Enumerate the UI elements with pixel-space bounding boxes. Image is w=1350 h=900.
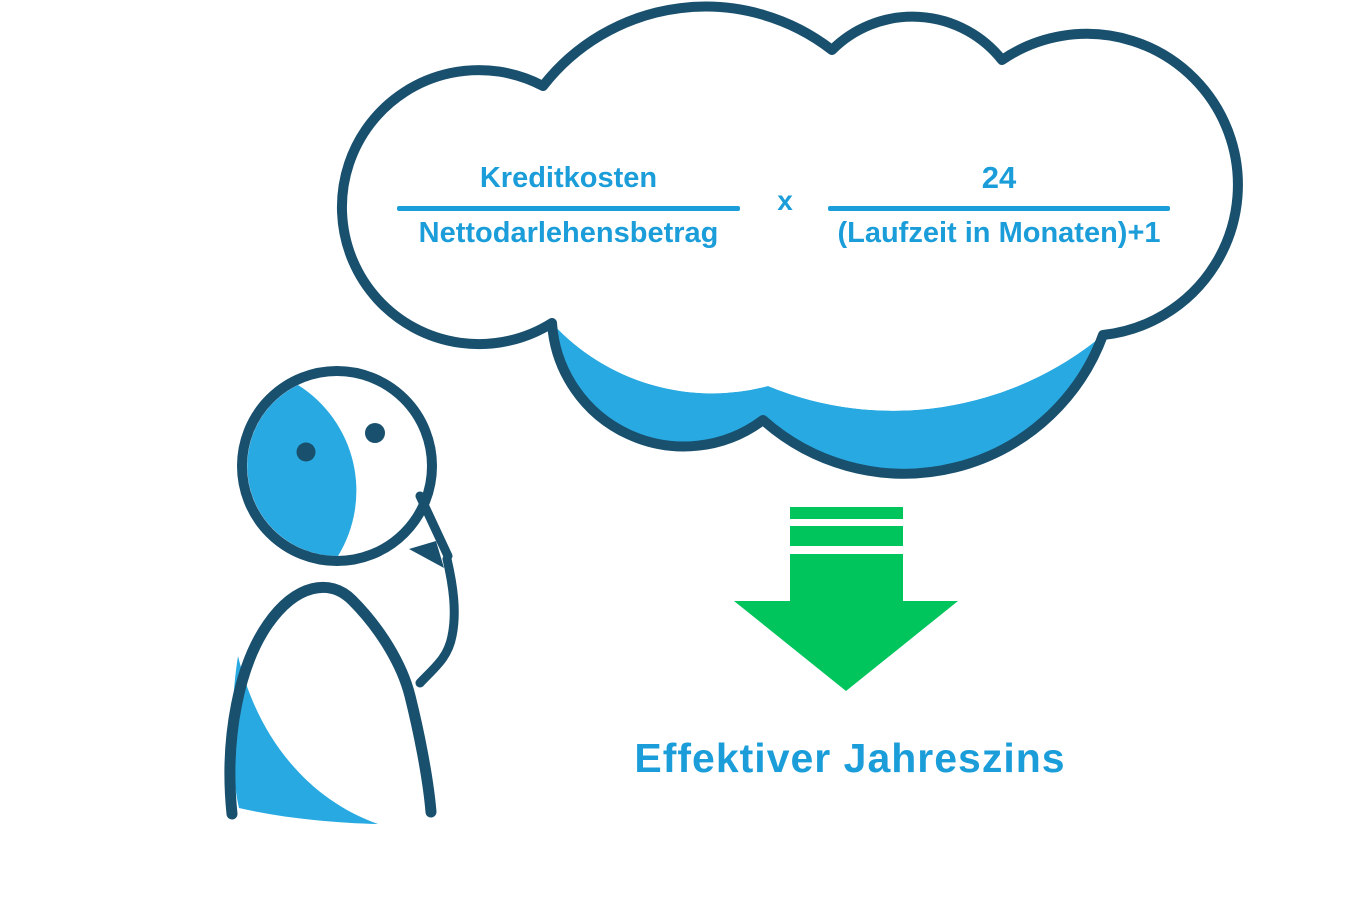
left-fraction-denominator: Nettodarlehensbetrag <box>418 217 719 249</box>
person-eye-left <box>296 442 316 462</box>
right-fraction-denominator: (Laufzeit in Monaten)+1 <box>837 217 1161 249</box>
person-head-outline <box>237 366 437 566</box>
multiply-operator: x <box>777 185 793 216</box>
result-label: Effektiver Jahreszins <box>634 735 1066 781</box>
cloud-outline <box>336 1 1243 479</box>
person-eye-right <box>365 423 385 443</box>
left-fraction-numerator: Kreditkosten <box>479 162 658 194</box>
person-body-shade <box>232 656 378 824</box>
cloud-bottom-shadow <box>552 323 1103 474</box>
left-fraction-bar <box>397 206 740 211</box>
person-hand-line <box>415 491 453 561</box>
right-fraction-bar <box>828 206 1170 211</box>
person-forearm <box>415 554 459 688</box>
person-body-outline <box>224 581 437 820</box>
person-thumb <box>409 541 444 568</box>
thought-cloud-icon <box>336 1 1243 479</box>
down-arrow-icon <box>734 507 958 691</box>
person-head-shade <box>247 385 357 557</box>
cloud-body <box>341 6 1238 411</box>
right-fraction-numerator: 24 <box>981 160 1017 195</box>
thinking-person-icon <box>224 366 459 824</box>
